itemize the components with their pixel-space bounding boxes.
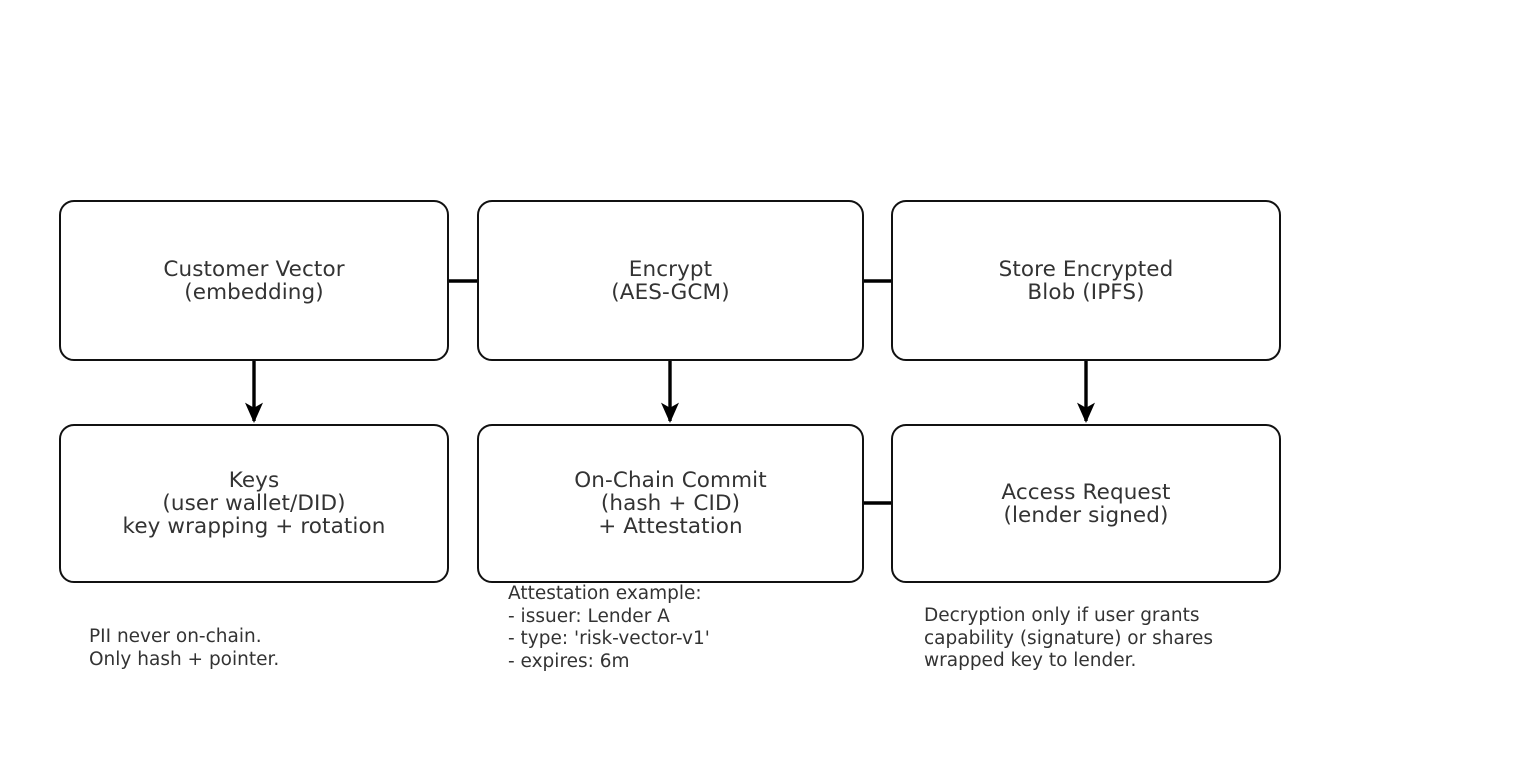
node-access-request-label: Access Request (lender signed) [1001, 479, 1171, 528]
caption-attestation-example: Attestation example: - issuer: Lender A … [508, 583, 710, 672]
node-customer-vector-label: Customer Vector (embedding) [163, 256, 345, 305]
node-keys[interactable]: Keys (user wallet/DID) key wrapping + ro… [59, 424, 449, 583]
node-access-request[interactable]: Access Request (lender signed) [891, 424, 1281, 583]
node-encrypt-label: Encrypt (AES-GCM) [611, 256, 730, 305]
node-keys-label: Keys (user wallet/DID) key wrapping + ro… [122, 468, 386, 539]
node-store-encrypted-blob[interactable]: Store Encrypted Blob (IPFS) [891, 200, 1281, 361]
caption-pii-note: PII never on-chain. Only hash + pointer. [89, 626, 280, 670]
node-customer-vector[interactable]: Customer Vector (embedding) [59, 200, 449, 361]
caption-decryption-note: Decryption only if user grants capabilit… [924, 605, 1214, 672]
node-encrypt[interactable]: Encrypt (AES-GCM) [477, 200, 864, 361]
node-store-encrypted-blob-label: Store Encrypted Blob (IPFS) [998, 256, 1174, 305]
node-onchain-commit[interactable]: On-Chain Commit (hash + CID) + Attestati… [477, 424, 864, 583]
node-onchain-commit-label: On-Chain Commit (hash + CID) + Attestati… [574, 468, 767, 539]
